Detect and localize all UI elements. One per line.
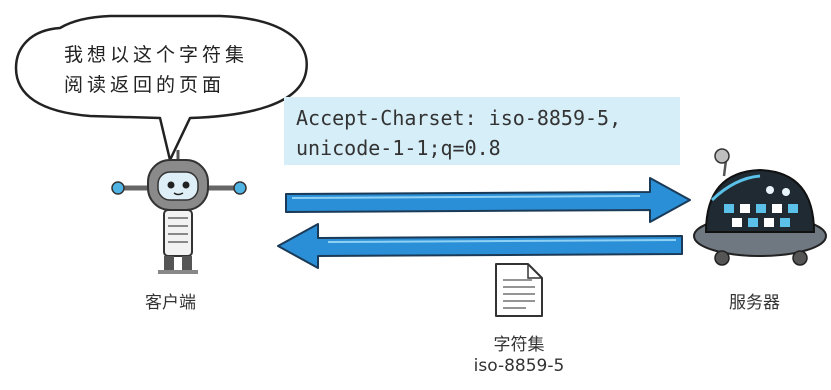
document-value: iso-8859-5 (473, 356, 565, 376)
header-line-2: unicode-1-1;q=0.8 (296, 136, 501, 160)
response-arrow (277, 223, 683, 269)
client-label: 客户端 (145, 293, 196, 313)
bubble-line-2: 阅读返回的页面 (64, 74, 226, 96)
request-arrow (285, 177, 691, 223)
document-title: 字符集 (493, 335, 545, 355)
server-robot-icon (693, 148, 827, 266)
client-robot-icon (111, 150, 247, 274)
server-label: 服务器 (729, 293, 780, 313)
document-icon (495, 263, 543, 317)
bubble-line-1: 我想以这个字符集 (64, 44, 249, 66)
header-line-1: Accept-Charset: iso-8859-5, (296, 106, 622, 130)
request-header-box (284, 97, 680, 165)
